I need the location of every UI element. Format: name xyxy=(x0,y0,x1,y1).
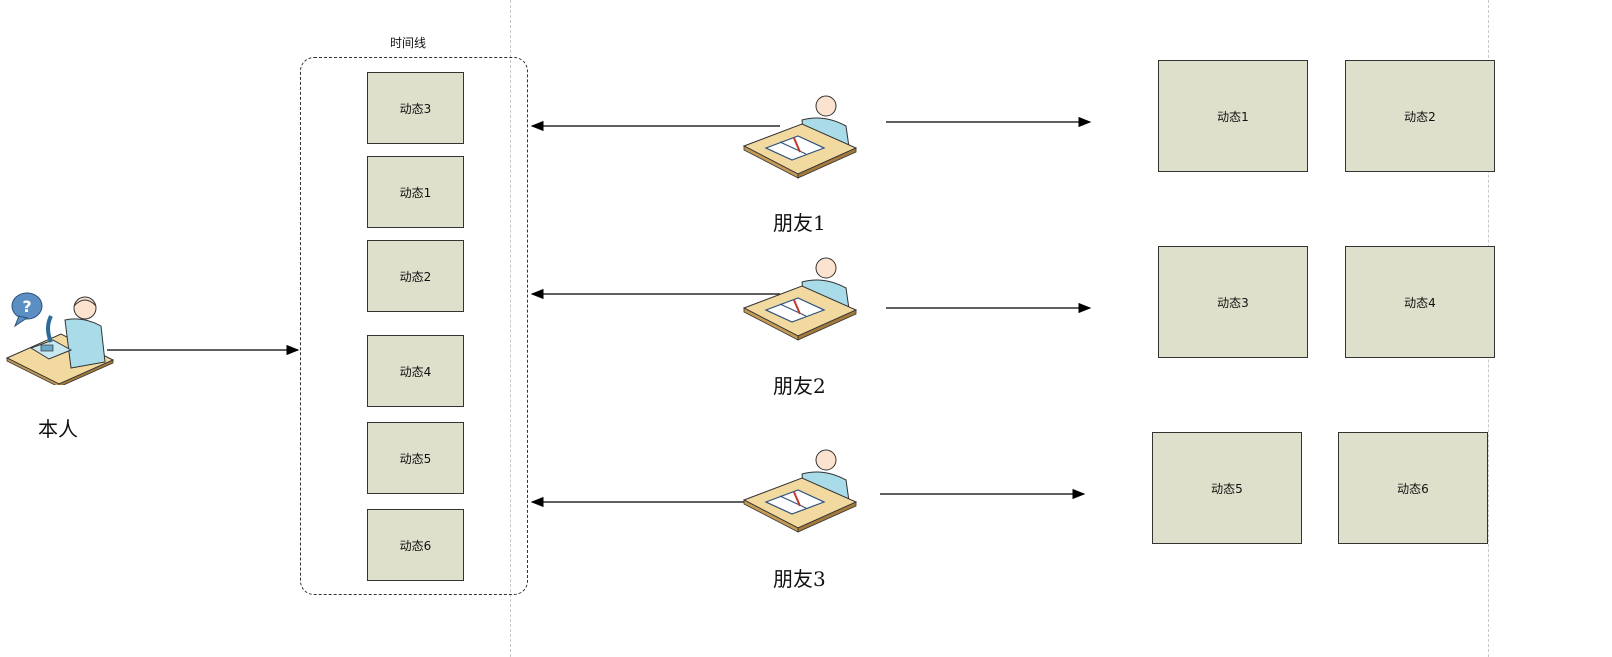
friend-figure xyxy=(742,449,858,533)
person-at-desk-icon xyxy=(5,296,115,385)
timeline-title: 时间线 xyxy=(390,36,427,50)
friend-post: 动态5 xyxy=(1152,432,1302,544)
friend-label: 朋友1 xyxy=(773,211,826,235)
friend-label: 朋友2 xyxy=(773,374,826,398)
timeline-item: 动态3 xyxy=(367,72,464,144)
separator-left xyxy=(510,0,511,657)
timeline-container xyxy=(300,57,528,595)
timeline-item: 动态1 xyxy=(367,156,464,228)
friend-figure xyxy=(742,95,858,179)
friend-post: 动态1 xyxy=(1158,60,1308,172)
timeline-item: 动态4 xyxy=(367,335,464,407)
person-at-desk-icon xyxy=(742,449,858,533)
friend-post: 动态2 xyxy=(1345,60,1495,172)
friend-post: 动态3 xyxy=(1158,246,1308,358)
person-at-desk-icon xyxy=(742,95,858,179)
friend-post: 动态4 xyxy=(1345,246,1495,358)
self-label: 本人 xyxy=(38,417,78,441)
timeline-item: 动态2 xyxy=(367,240,464,312)
friend-post: 动态6 xyxy=(1338,432,1488,544)
self-figure: ? xyxy=(5,292,115,385)
timeline-item: 动态5 xyxy=(367,422,464,494)
friend-label: 朋友3 xyxy=(773,567,826,591)
telephone-icon xyxy=(29,315,73,360)
person-at-desk-icon xyxy=(742,257,858,341)
timeline-item: 动态6 xyxy=(367,509,464,581)
friend-figure xyxy=(742,257,858,341)
svg-text:?: ? xyxy=(22,297,31,316)
question-bubble-icon: ? xyxy=(11,292,43,328)
